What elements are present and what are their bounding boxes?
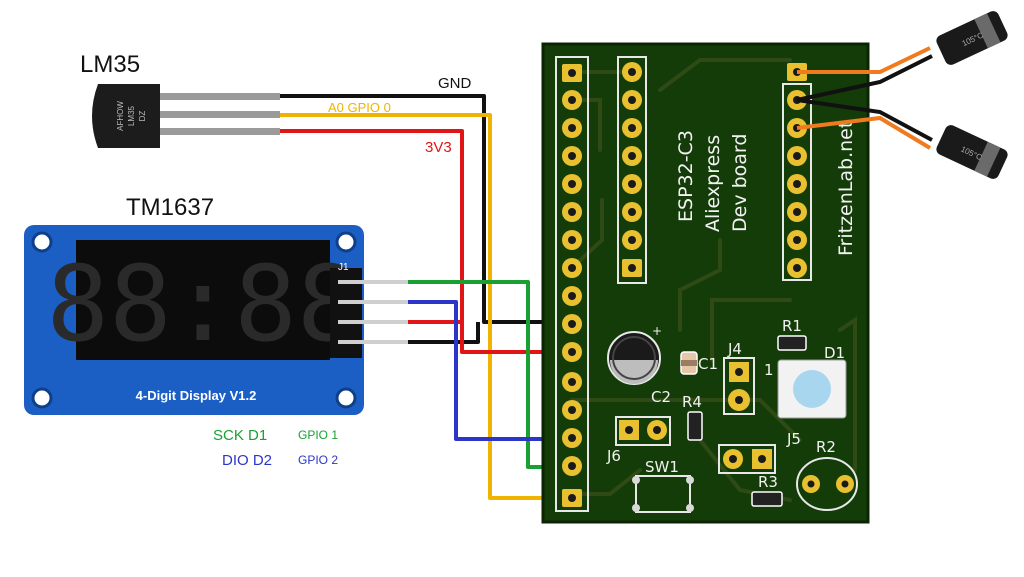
mount-hole-icon [31, 387, 53, 409]
plus-label: + [652, 324, 662, 338]
gnd-label: GND [438, 75, 472, 92]
trace [658, 58, 792, 92]
trace [570, 398, 802, 442]
lm35-title: LM35 [80, 51, 140, 78]
sck-label: SCK D1 [213, 427, 267, 444]
j6-label: J6 [606, 447, 621, 465]
module-board-label: 4-Digit Display V1.2 [136, 388, 257, 403]
wire-gnd-display [408, 322, 480, 344]
led-lens [793, 370, 831, 408]
capacitor-c1-band [681, 360, 697, 366]
electrolytic-capacitors: 105°C 105°C [796, 11, 1008, 179]
cap-lead-black [796, 54, 933, 102]
r4-label: R4 [682, 393, 702, 411]
pcb-text-esp32: ESP32-C3 [675, 130, 697, 222]
c1-label: C1 [698, 355, 718, 373]
r3-label: R3 [758, 473, 778, 491]
j6-hole [653, 426, 661, 434]
header-pin [338, 280, 408, 284]
sck-gpio-label: GPIO 1 [298, 428, 338, 442]
header-outline-mid [617, 56, 647, 284]
header-pin [338, 300, 408, 304]
trace [570, 468, 642, 496]
j5-label: J5 [786, 430, 801, 448]
j6-outline [615, 416, 671, 446]
lm35-lead-2 [130, 111, 280, 118]
wire-3v3 [280, 129, 568, 354]
lm35-sensor: LM35 AFHOW LM35 DZ [80, 51, 280, 148]
r2-hole [841, 480, 849, 488]
pcb-text-aliexpress: Aliexpress [702, 135, 724, 232]
left-header-pads [562, 64, 582, 507]
trace [570, 198, 604, 270]
cap-lead-orange [797, 46, 931, 74]
cap-lead-black [796, 98, 933, 142]
lm35-marking-1: AFHOW [116, 101, 125, 131]
j5-hole [758, 455, 766, 463]
resistor-r4 [687, 411, 703, 441]
display-window [76, 240, 330, 360]
j5-outline [718, 444, 776, 474]
r2-hole [807, 480, 815, 488]
one-label: 1 [764, 361, 774, 379]
ldr-r2 [796, 457, 858, 511]
wire-a0 [280, 113, 568, 500]
capacitor-top: 105°C [936, 11, 1008, 65]
j6-hole [625, 426, 633, 434]
mount-hole-icon [335, 387, 357, 409]
j4-label: J4 [727, 340, 742, 358]
tm1637-title: TM1637 [126, 194, 214, 221]
pcb-text-devboard: Dev board [729, 134, 751, 232]
v33-label: 3V3 [425, 139, 452, 156]
capacitor-bottom: 105°C [936, 125, 1008, 179]
cap-lead-orange [796, 115, 932, 150]
j4-hole [735, 368, 743, 376]
r1-label: R1 [782, 317, 802, 335]
trace [710, 298, 792, 362]
mid-header-pads [622, 62, 642, 277]
d1-label: D1 [824, 344, 845, 362]
j5-hole [729, 455, 737, 463]
wires [280, 94, 568, 500]
r2-label: R2 [816, 438, 836, 456]
wire-dio [408, 300, 568, 441]
header-outline-right [782, 83, 812, 281]
lm35-marking-3: DZ [138, 111, 147, 122]
switch-sw1 [635, 475, 691, 513]
header-outline-left [555, 56, 589, 512]
j4-outline [723, 357, 755, 415]
sw1-label: SW1 [645, 458, 679, 476]
esp32-pcb: ESP32-C3 Aliexpress Dev board FritzenLab… [541, 42, 870, 524]
dio-label: DIO D2 [222, 452, 272, 469]
c2-label: C2 [651, 388, 671, 406]
mount-hole-icon [335, 231, 357, 253]
lm35-lead-3 [130, 128, 280, 135]
mount-hole-icon [31, 231, 53, 253]
header-pin [338, 320, 408, 324]
trace [838, 316, 857, 472]
header-label: J1 [338, 262, 349, 273]
header-pin [338, 340, 408, 344]
display-digits: 88:88 [46, 243, 359, 365]
j4-hole [735, 396, 743, 404]
tm1637-module: TM1637 88:88 J1 4-Digit Display V1.2 [24, 194, 408, 415]
resistor-r3 [751, 491, 783, 507]
lm35-marking-2: LM35 [127, 105, 136, 126]
lm35-body [92, 84, 160, 148]
buzzer: + [607, 324, 662, 385]
pcb-brand: FritzenLab.net [835, 121, 857, 256]
resistor-r1 [777, 335, 807, 351]
trace [678, 238, 722, 332]
dio-gpio-label: GPIO 2 [298, 453, 338, 467]
lm35-lead-1 [130, 93, 280, 100]
a0-label: A0 GPIO 0 [328, 100, 391, 115]
pcb-board [541, 42, 870, 524]
